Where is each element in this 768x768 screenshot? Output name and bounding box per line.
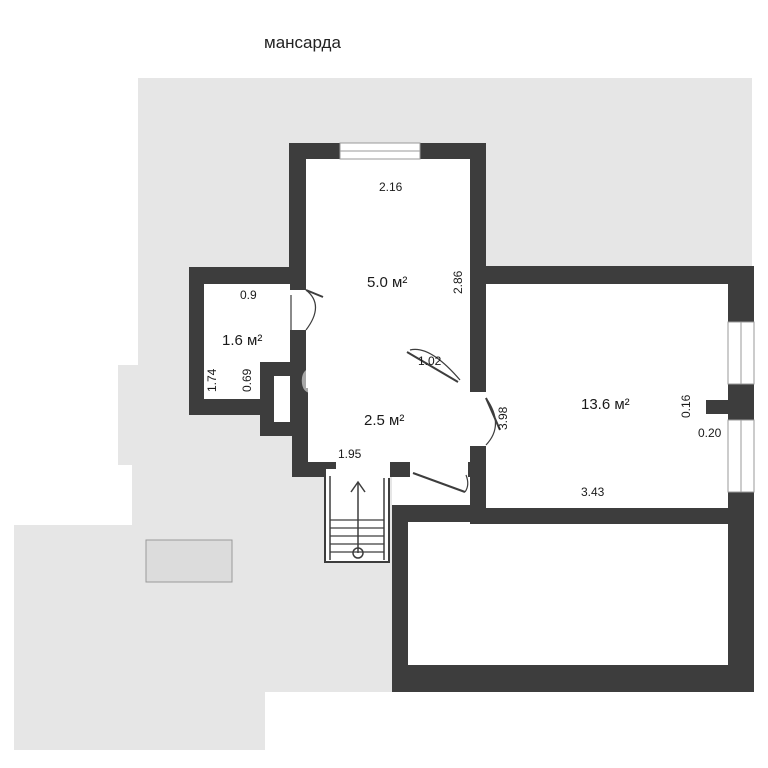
dim-hall-door: 1.02	[418, 354, 442, 368]
stairs	[324, 467, 390, 563]
column	[706, 400, 728, 414]
skylight	[145, 539, 233, 583]
hall-floor	[308, 386, 470, 462]
dim-right-gap: 0.20	[698, 426, 722, 440]
lower-room-floor	[408, 522, 728, 665]
right-room-floor	[486, 284, 728, 508]
dim-right-width: 3.43	[581, 485, 605, 499]
watermark: etagi	[300, 351, 407, 403]
room-area-hall: 2.5 м²	[364, 412, 404, 429]
dim-small-width: 0.9	[240, 288, 257, 302]
dim-hall-width: 1.95	[338, 447, 362, 461]
doors	[289, 289, 501, 493]
plan-title: мансарда	[264, 33, 341, 52]
dim-hall-height: 3.98	[496, 406, 510, 430]
dim-small-notch: 0.69	[240, 368, 254, 392]
dim-small-height: 1.74	[205, 368, 219, 392]
dim-top-width: 2.16	[379, 180, 403, 194]
room-area-top: 5.0 м²	[367, 274, 407, 291]
dim-right-column: 0.16	[679, 394, 693, 418]
room-area-small: 1.6 м²	[222, 332, 262, 349]
dim-top-height: 2.86	[451, 270, 465, 294]
top-room-floor	[306, 159, 470, 388]
room-area-right: 13.6 м²	[581, 396, 630, 413]
